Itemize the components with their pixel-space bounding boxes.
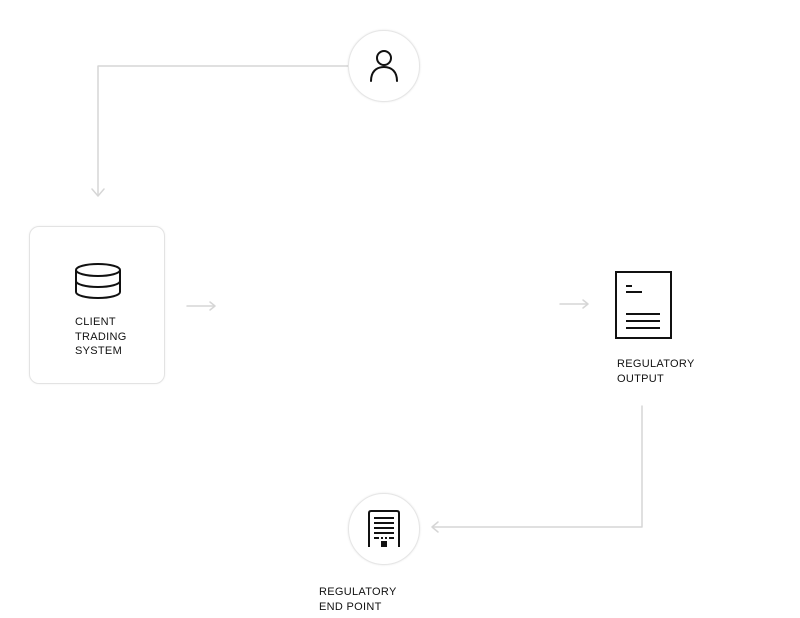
arrowhead-system-out [209, 301, 216, 311]
label-line: REGULATORY [617, 358, 695, 370]
regulatory-output-label: REGULATORY OUTPUT [617, 357, 695, 386]
server-icon [368, 510, 400, 547]
label-line: SYSTEM [75, 345, 123, 357]
regulatory-end-point-label: REGULATORY END POINT [319, 585, 397, 614]
user-icon [370, 50, 398, 82]
label-line: TRADING [75, 330, 127, 343]
connector-user-to-system [97, 65, 349, 195]
label-line: REGULATORY [319, 586, 397, 598]
connector-output-to-endpoint [432, 405, 643, 528]
user-node[interactable] [348, 30, 420, 102]
document-icon[interactable] [614, 270, 674, 340]
label-line: OUTPUT [617, 372, 665, 385]
client-trading-system-label: CLIENT TRADING SYSTEM [75, 315, 127, 359]
database-icon [75, 263, 121, 299]
label-line: CLIENT [75, 316, 116, 328]
arrowhead-output-to-endpoint [431, 521, 439, 533]
arrowhead-user-to-system [91, 188, 105, 197]
label-line: END POINT [319, 600, 382, 613]
client-trading-system-card[interactable]: CLIENT TRADING SYSTEM [29, 226, 165, 384]
arrowhead-into-output [582, 299, 589, 309]
regulatory-end-point-node[interactable] [348, 493, 420, 565]
